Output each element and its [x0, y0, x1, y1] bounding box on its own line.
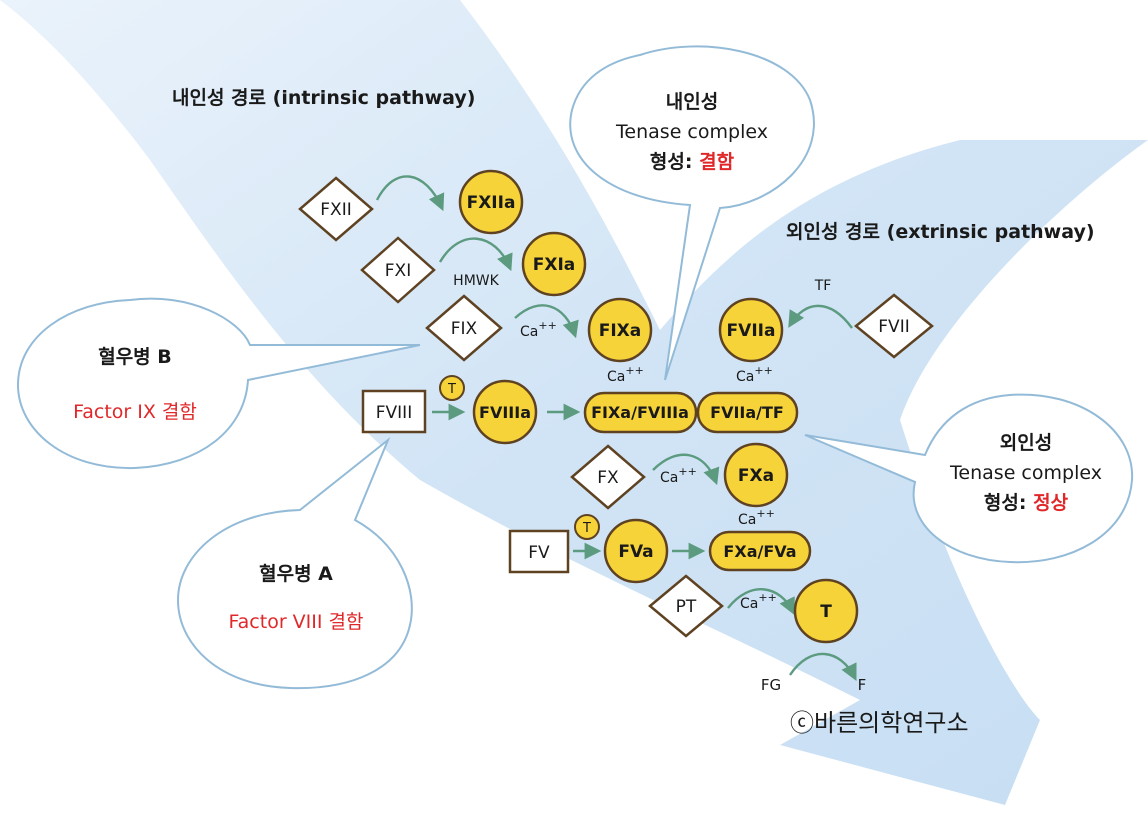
intrinsic-tenase-prefix: 형성:: [650, 151, 699, 173]
factor-fixa-label: FIXa: [599, 321, 642, 341]
factor-fix: FIX: [425, 294, 503, 362]
intrinsic-tenase-line2: Tenase complex: [615, 121, 768, 143]
cofactor-ca-fviia: Ca++: [736, 364, 773, 385]
hemophilia-b-callout: 혈우병 B Factor IX 결함: [16, 297, 421, 470]
factor-fg: FG: [761, 676, 781, 694]
ca-sup: ++: [538, 319, 556, 332]
ca-text: Ca: [607, 369, 625, 385]
factor-fviia-label: FVIIa: [727, 321, 776, 341]
factor-fx: FX: [570, 444, 646, 510]
factor-fviii-label: FVIII: [376, 403, 412, 423]
arrow-fxi-to-fxia: [438, 237, 513, 272]
copyright-text: ⓒ바른의학연구소: [790, 709, 969, 737]
arrow-fix-to-fixa: [514, 304, 579, 339]
cofactor-ca-fxa: Ca++: [738, 507, 775, 528]
extrinsic-tenase-line3: 형성: 정상: [984, 492, 1069, 514]
factor-fx-label: FX: [597, 468, 619, 488]
pathway-flow-arrow: [0, 0, 1148, 805]
cofactor-tf: TF: [814, 278, 832, 294]
factor-fv-label: FV: [528, 543, 550, 563]
thrombin-badge-fv: T: [574, 514, 600, 540]
arrow-fvii-to-fviia: [788, 304, 853, 329]
intrinsic-tenase-line3: 형성: 결함: [650, 151, 735, 173]
factor-fv: FV: [508, 529, 570, 574]
cofactor-ca-fx: Ca++: [660, 465, 697, 486]
ca-text: Ca: [520, 324, 538, 340]
ca-text: Ca: [660, 470, 678, 486]
reaction-arrows: [375, 175, 857, 682]
arrow-pt-to-t: [727, 588, 795, 616]
factor-fvii: FVII: [854, 293, 934, 359]
ca-sup: ++: [625, 364, 643, 377]
intrinsic-tenase-callout: 내인성 Tenase complex 형성: 결함: [569, 45, 815, 381]
hemophilia-b-title: 혈우병 B: [98, 345, 172, 368]
factor-pt: PT: [648, 574, 724, 638]
extrinsic-tenase-status: 정상: [1033, 492, 1068, 514]
cofactor-ca-pt: Ca++: [740, 591, 777, 612]
factor-fxiia-label: FXIIa: [467, 193, 516, 213]
complex-fixa-fviiia-label: FIXa/FVIIIa: [591, 403, 689, 422]
ca-sup: ++: [754, 364, 772, 377]
factor-fxii-label: FXII: [320, 200, 351, 220]
arrow-fxii-to-fxiia: [375, 175, 445, 212]
hemophilia-a-callout: 혈우병 A Factor VIII 결함: [176, 436, 413, 690]
ca-sup: ++: [756, 507, 774, 520]
factor-thrombin-label: T: [820, 602, 832, 622]
arrow-fx-to-fxa: [652, 453, 720, 486]
factor-fixa: FIXa: [587, 297, 653, 363]
thrombin-badge-fviii: T: [439, 375, 465, 401]
complex-fviia-tf: FVIIa/TF: [696, 391, 799, 434]
ca-text: Ca: [736, 369, 754, 385]
hemophilia-a-subtitle: Factor VIII 결함: [228, 611, 363, 633]
extrinsic-tenase-prefix: 형성:: [984, 492, 1033, 514]
factor-pt-label: PT: [676, 597, 697, 617]
ca-text: Ca: [740, 596, 758, 612]
extrinsic-pathway-title: 외인성 경로 (extrinsic pathway): [786, 221, 1095, 243]
factor-fxia-label: FXIa: [533, 255, 576, 275]
intrinsic-tenase-line1: 내인성: [666, 91, 718, 113]
complex-fxa-fva-label: FXa/FVa: [723, 542, 796, 561]
factor-fviia: FVIIa: [718, 297, 784, 363]
extrinsic-tenase-callout: 외인성 Tenase complex 형성: 정상: [804, 393, 1134, 564]
intrinsic-pathway-title: 내인성 경로 (intrinsic pathway): [172, 87, 475, 109]
arrow-fg-to-f: [789, 652, 857, 682]
thrombin-badge-label: T: [582, 521, 591, 536]
cofactor-hmwk: HMWK: [453, 273, 499, 289]
factor-fva-label: FVa: [618, 542, 653, 562]
hemophilia-a-title: 혈우병 A: [259, 562, 333, 585]
factor-fxa-label: FXa: [738, 466, 774, 486]
factor-fxii: FXII: [298, 176, 374, 242]
complex-fviia-tf-label: FVIIa/TF: [710, 403, 784, 422]
factor-fxi-label: FXI: [385, 261, 411, 281]
ca-sup: ++: [758, 591, 776, 604]
factor-fxia: FXIa: [521, 231, 587, 297]
factor-fix-label: FIX: [451, 319, 478, 339]
cofactor-ca-fix: Ca++: [520, 319, 557, 340]
complex-fixa-fviiia: FIXa/FVIIIa: [583, 391, 698, 434]
extrinsic-tenase-line1: 외인성: [1000, 432, 1052, 454]
factor-fxa: FXa: [723, 442, 789, 508]
intrinsic-tenase-status: 결함: [699, 151, 734, 173]
factor-f: F: [858, 676, 867, 694]
factor-fxiia: FXIIa: [458, 169, 524, 235]
ca-sup: ++: [678, 465, 696, 478]
hemophilia-b-subtitle: Factor IX 결함: [73, 401, 197, 423]
factor-thrombin: T: [793, 578, 859, 644]
thrombin-badge-label: T: [447, 382, 456, 397]
complex-fxa-fva: FXa/FVa: [708, 530, 812, 572]
factor-fviii: FVIII: [361, 389, 427, 434]
factor-fvii-label: FVII: [878, 317, 909, 337]
extrinsic-tenase-line2: Tenase complex: [949, 462, 1102, 484]
factor-fviiia-label: FVIIIa: [479, 403, 531, 422]
cofactor-ca-fixa: Ca++: [607, 364, 644, 385]
ca-text: Ca: [738, 512, 756, 528]
factor-fviiia: FVIIIa: [472, 379, 538, 445]
factor-fxi: FXI: [360, 236, 436, 304]
factor-fva: FVa: [603, 518, 669, 584]
